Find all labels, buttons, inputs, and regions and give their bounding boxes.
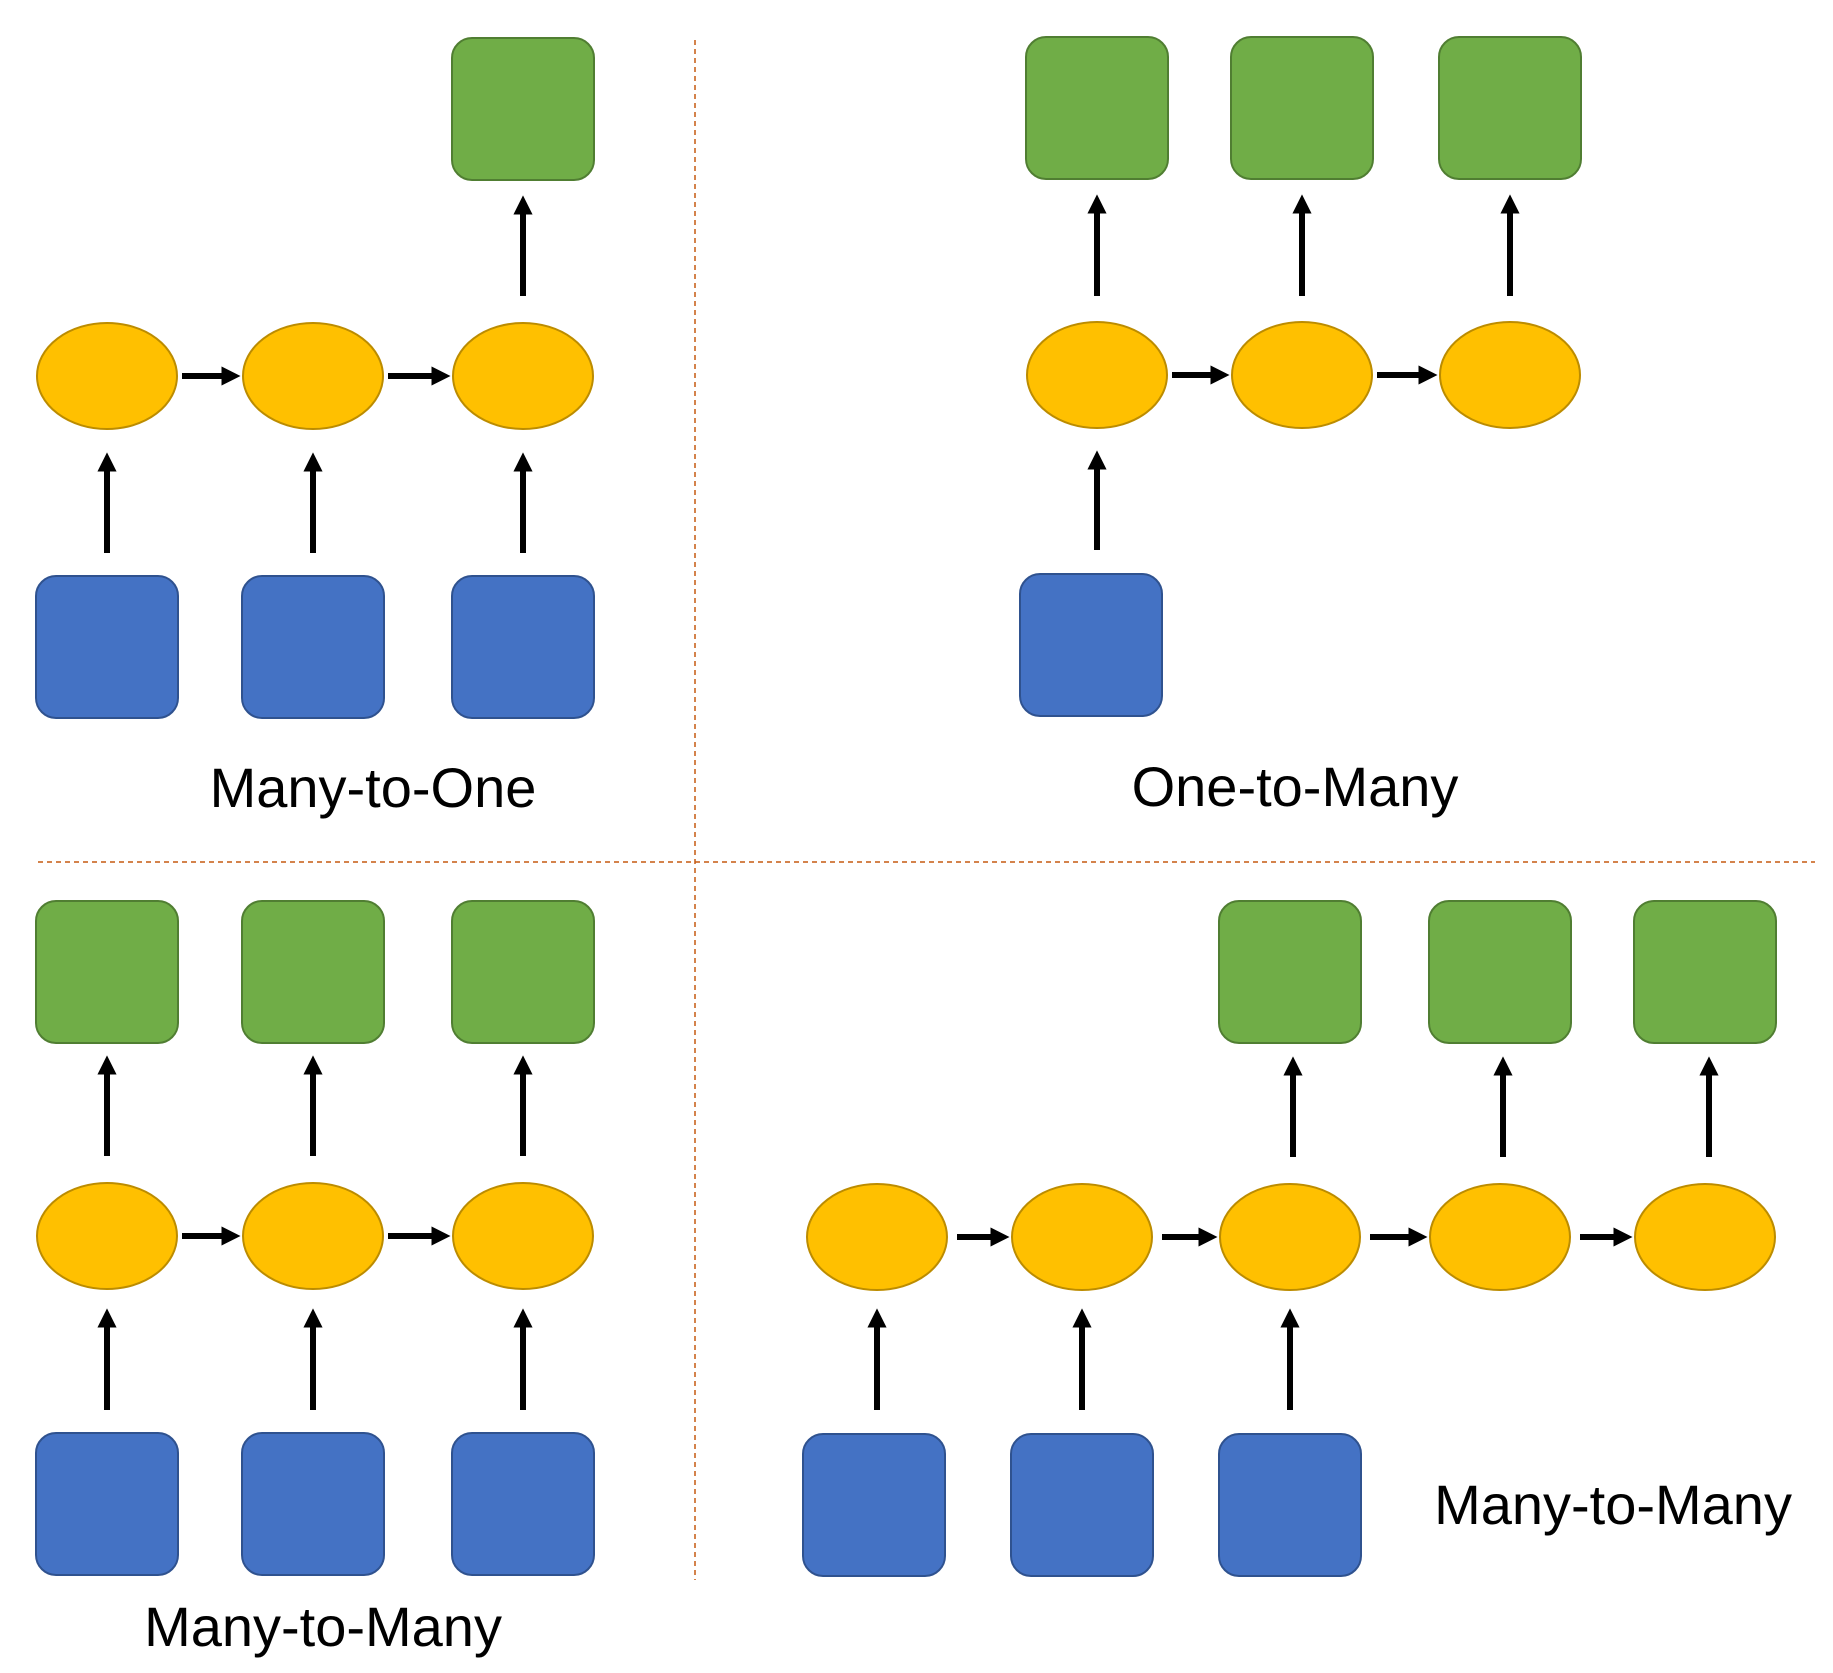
title-one-to-many: One-to-Many: [1132, 755, 1459, 818]
input-box: [35, 575, 179, 719]
input-box: [451, 1432, 595, 1576]
title-many-to-many-synced: Many-to-Many: [144, 1595, 502, 1658]
hidden-state-node: [1429, 1183, 1571, 1291]
output-box: [35, 900, 179, 1044]
input-box: [451, 575, 595, 719]
input-box: [1010, 1433, 1154, 1577]
output-box: [1633, 900, 1777, 1044]
input-box: [35, 1432, 179, 1576]
output-box: [241, 900, 385, 1044]
hidden-state-node: [242, 1182, 384, 1290]
hidden-state-node: [452, 1182, 594, 1290]
panel-many-to-many-seq2seq: [802, 900, 1777, 1577]
output-box: [1438, 36, 1582, 180]
panel-one-to-many: [1019, 36, 1582, 717]
hidden-state-node: [1439, 321, 1581, 429]
panel-many-to-one: [35, 37, 595, 719]
hidden-state-node: [1011, 1183, 1153, 1291]
output-box: [1218, 900, 1362, 1044]
hidden-state-node: [1026, 321, 1168, 429]
input-box: [1218, 1433, 1362, 1577]
hidden-state-node: [242, 322, 384, 430]
hidden-state-node: [1231, 321, 1373, 429]
input-box: [802, 1433, 946, 1577]
title-many-to-many-seq2seq: Many-to-Many: [1434, 1473, 1792, 1536]
title-many-to-one: Many-to-One: [210, 756, 537, 819]
hidden-state-node: [36, 322, 178, 430]
output-box: [451, 37, 595, 181]
hidden-state-node: [1219, 1183, 1361, 1291]
input-box: [241, 1432, 385, 1576]
output-box: [451, 900, 595, 1044]
hidden-state-node: [1634, 1183, 1776, 1291]
hidden-state-node: [452, 322, 594, 430]
input-box: [241, 575, 385, 719]
hidden-state-node: [36, 1182, 178, 1290]
hidden-state-node: [806, 1183, 948, 1291]
output-box: [1025, 36, 1169, 180]
output-box: [1428, 900, 1572, 1044]
output-box: [1230, 36, 1374, 180]
input-box: [1019, 573, 1163, 717]
panel-many-to-many-synced: [35, 900, 595, 1576]
